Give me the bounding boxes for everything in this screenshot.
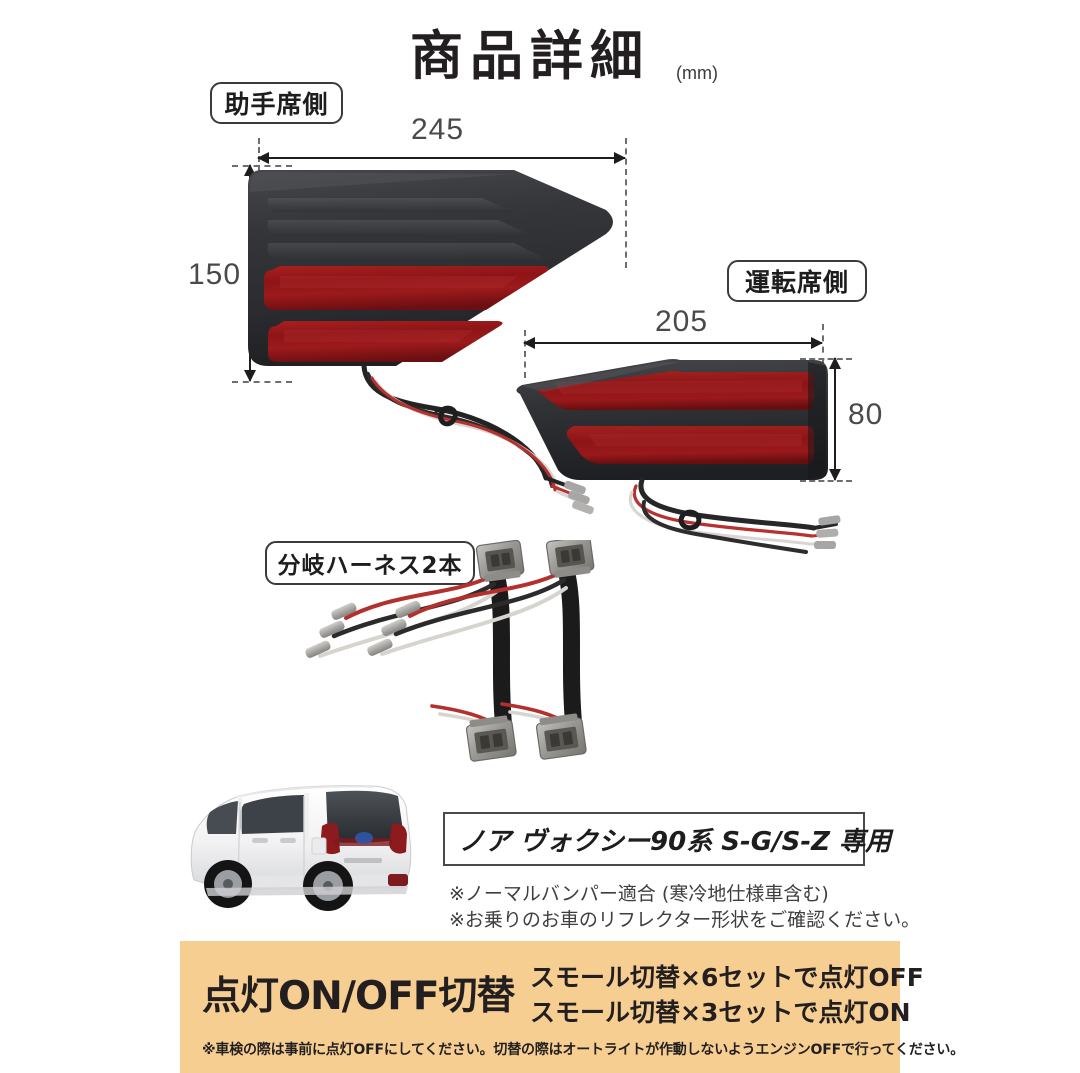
badge-harness-count: 分岐ハーネス2本	[265, 541, 475, 585]
dim-guide-80-top	[800, 358, 852, 360]
badge-passenger-side: 助手席側	[210, 82, 343, 124]
model-compatibility-box: ノア ヴォクシー90系 S-G/S-Z 専用	[443, 812, 891, 866]
dim-guide-205-left	[524, 330, 526, 378]
banner-line-1-suffix: で点灯OFF	[793, 963, 924, 992]
compatibility-note-2: ※お乗りのお車のリフレクター形状をご確認ください。	[449, 909, 921, 931]
dim-guide-150-top	[232, 165, 292, 167]
dim-label-205: 205	[655, 305, 709, 338]
banner-fine-print: ※車検の際は事前に点灯OFFにしてください。切替の際はオートライトが作動しないよ…	[202, 1042, 965, 1058]
branch-harness-image	[305, 540, 595, 762]
banner-line-2-count: 3セット	[700, 998, 794, 1027]
dim-guide-205-right	[822, 324, 824, 364]
dim-arrow-245	[257, 152, 626, 164]
dim-arrow-80	[829, 357, 841, 481]
banner-line-1-prefix: スモール切替×	[530, 963, 701, 992]
banner-instruction-off: スモール切替×6セットで点灯OFF	[530, 958, 924, 994]
passenger-reflector-image	[248, 170, 613, 515]
page-title: 商品詳細	[410, 26, 650, 87]
dim-guide-245-right	[625, 138, 627, 268]
vehicle-image	[190, 784, 412, 911]
model-compatibility-label: ノア ヴォクシー90系 S-G/S-Z 専用	[459, 826, 892, 857]
badge-driver-side: 運転席側	[727, 260, 867, 302]
dim-label-80: 80	[848, 398, 884, 431]
lighting-switch-banner: 点灯ON/OFF切替 スモール切替×6セットで点灯OFF スモール切替×3セット…	[180, 941, 964, 1073]
banner-line-1-count: 6セット	[700, 963, 794, 992]
dim-label-245: 245	[411, 113, 465, 146]
dim-guide-80-bottom	[800, 480, 852, 482]
dim-guide-150-bottom	[232, 381, 292, 383]
banner-instruction-on: スモール切替×3セットで点灯ON	[530, 993, 911, 1029]
dim-arrow-205	[523, 337, 823, 349]
title-unit-label: (mm)	[676, 63, 718, 83]
banner-line-2-suffix: で点灯ON	[793, 998, 911, 1027]
compatibility-note-1: ※ノーマルバンパー適合 (寒冷地仕様車含む)	[449, 883, 829, 905]
driver-reflector-image	[516, 359, 841, 554]
banner-line-2-prefix: スモール切替×	[530, 998, 701, 1027]
dim-label-150: 150	[188, 258, 242, 291]
banner-title: 点灯ON/OFF切替	[202, 974, 515, 1019]
